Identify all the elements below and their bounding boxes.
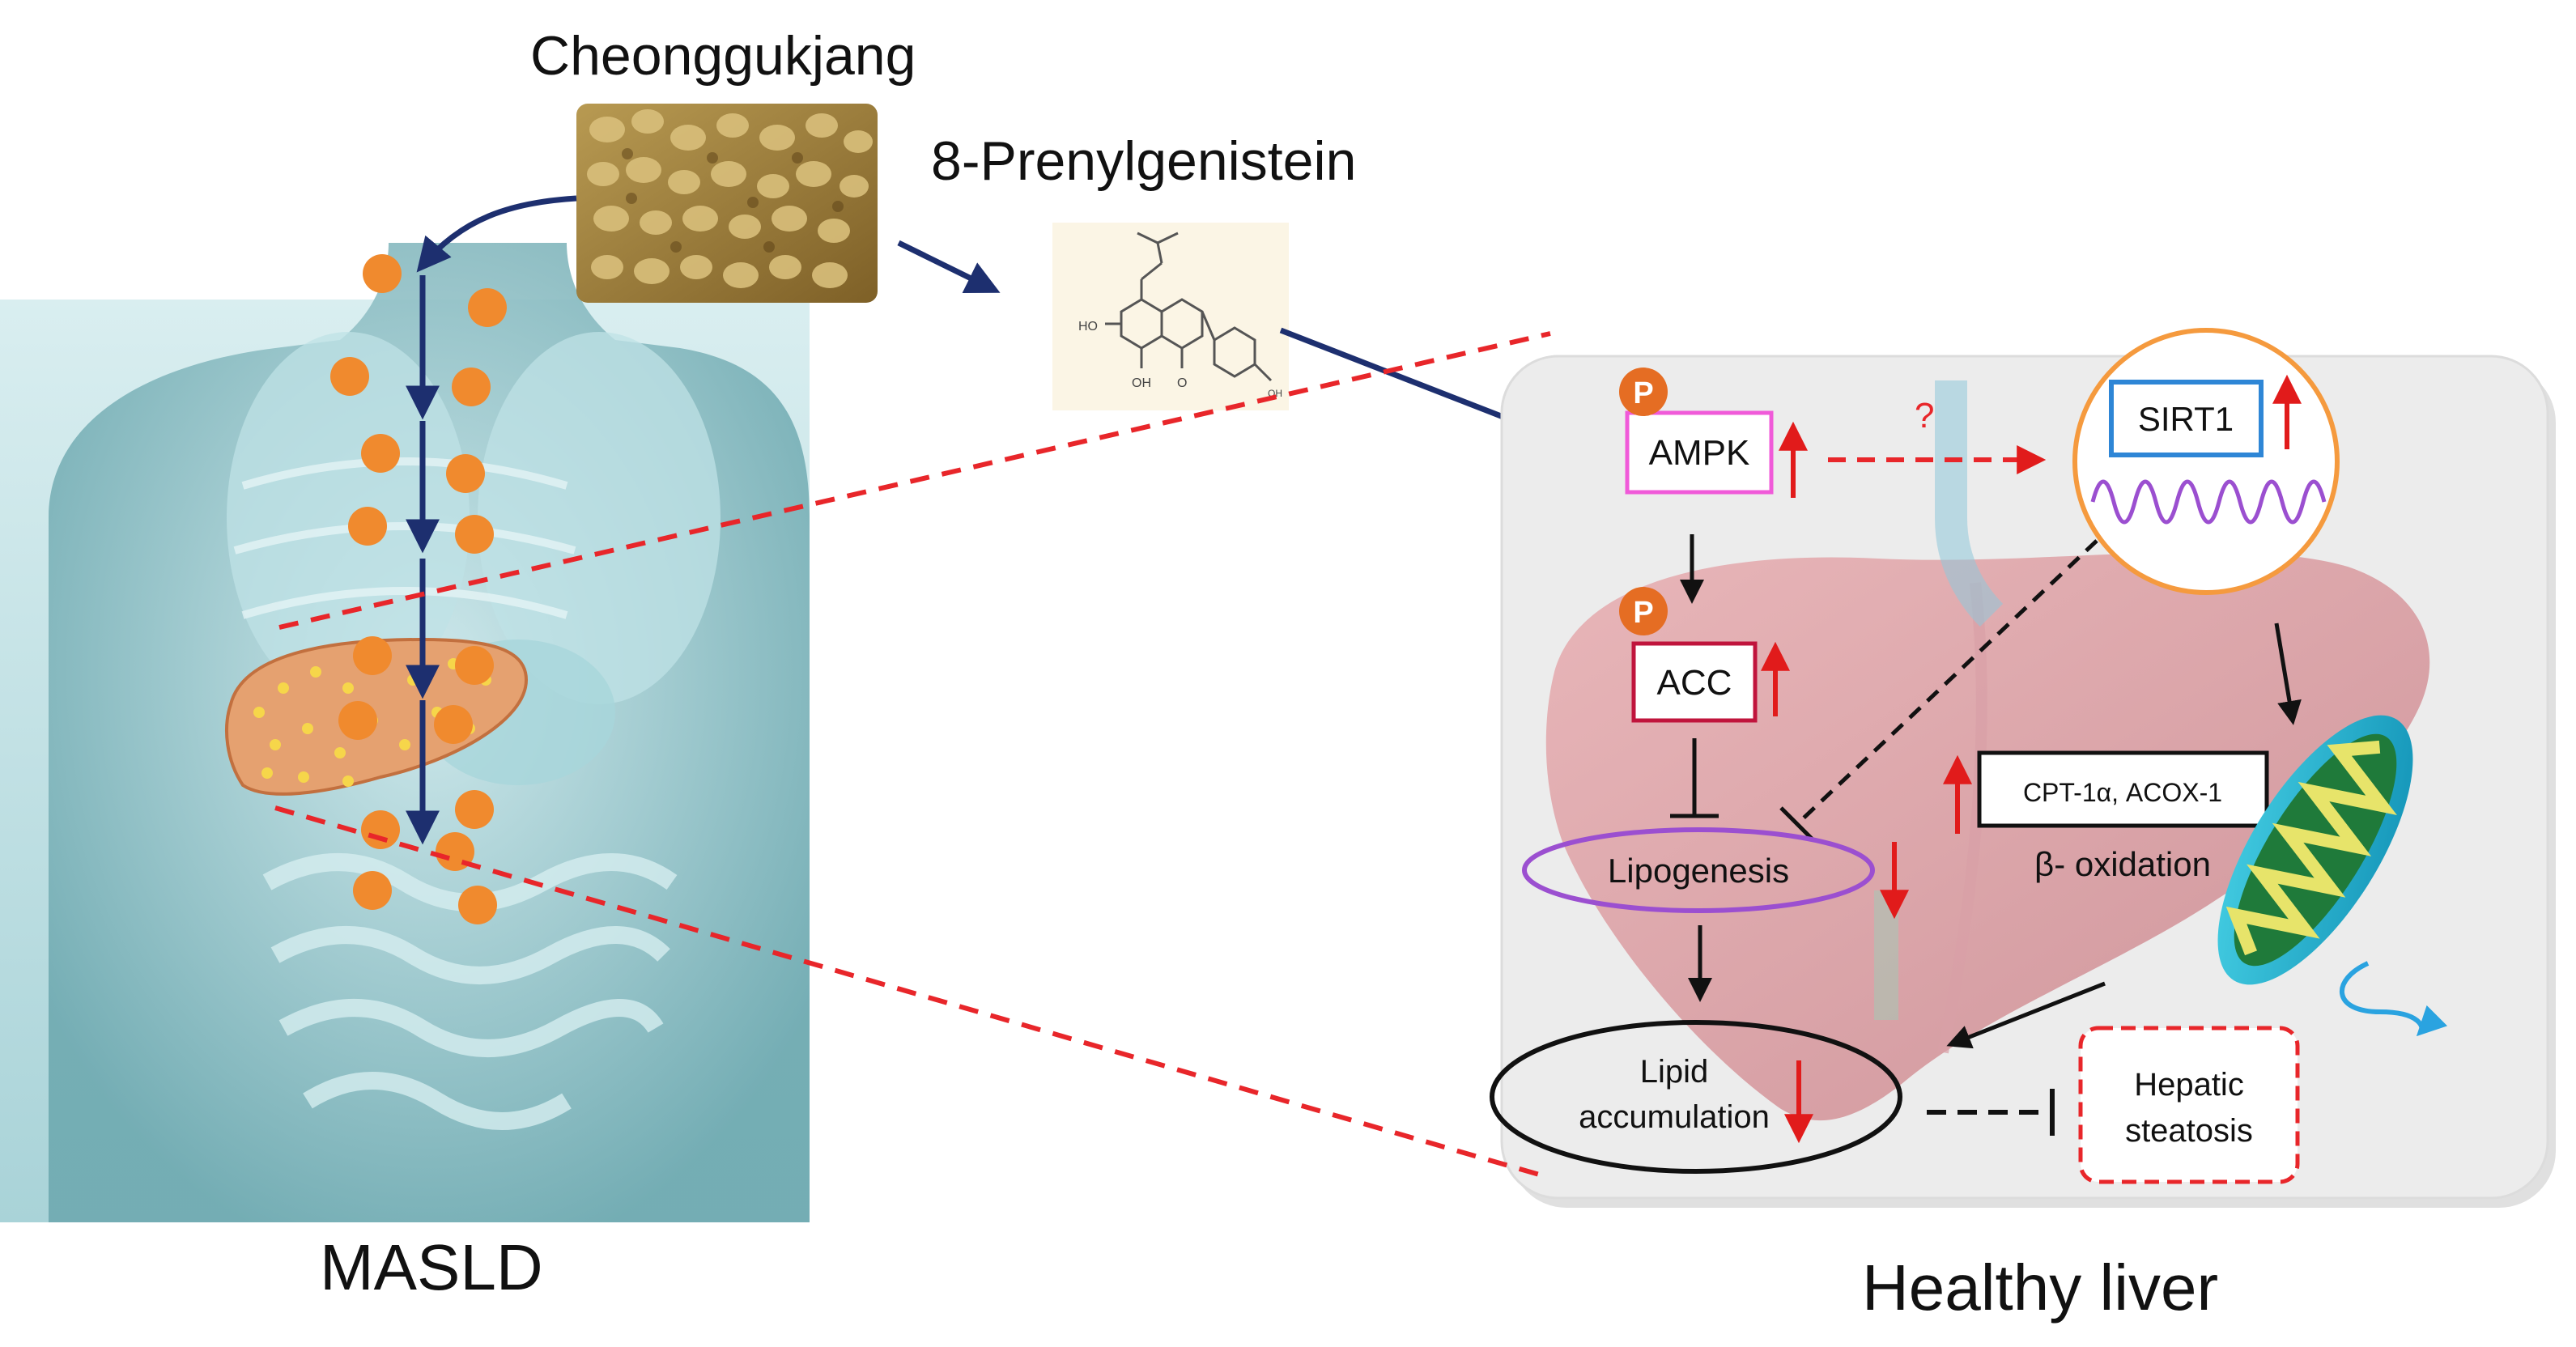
lipid-accumulation-node: Lipid accumulation [1490, 1020, 1902, 1174]
ho-label: HO [1078, 320, 1098, 334]
acc-phospho-badge: P [1633, 596, 1653, 630]
mito-to-lipid-arrow [1946, 981, 2106, 1049]
beans-to-body-arrow [416, 195, 577, 273]
ampk-phospho-badge: P [1633, 376, 1653, 410]
question-mark: ? [1915, 396, 1934, 436]
cpt-acox-node: CPT-1α, ACOX-1 β- oxidation [1943, 750, 2269, 883]
beans-to-compound-arrow [897, 240, 1001, 294]
acc-label: ACC [1657, 663, 1732, 703]
ampk-node: AMPK P [1619, 368, 1808, 498]
ampk-label: AMPK [1649, 433, 1750, 473]
hepatic-steatosis-node: Hepatic steatosis [2078, 1026, 2300, 1184]
zoom-lines [274, 331, 1551, 1180]
orange-particles [330, 254, 507, 924]
o-label: O [1177, 376, 1187, 390]
disease-label: MASLD [320, 1231, 543, 1303]
lipid-line1: Lipid [1640, 1054, 1709, 1090]
beta-oxidation-label: β- oxidation [2034, 845, 2211, 883]
prenylgenistein-structure: HO OH O OH [1052, 223, 1289, 410]
steatosis-line1: Hepatic [2134, 1067, 2244, 1103]
acc-inhibits-lipogenesis [1670, 738, 1719, 818]
outcome-label: Healthy liver [1862, 1251, 2219, 1324]
sirt1-wave [2090, 479, 2327, 525]
steatosis-line2: steatosis [2125, 1113, 2253, 1149]
sirt1-to-mito-arrow [2274, 623, 2302, 725]
acc-node: ACC P [1619, 587, 1790, 723]
sirt1-label: SIRT1 [2138, 400, 2234, 438]
sirt1-inhibits-lipogenesis [1779, 539, 2098, 842]
cheonggukjang-image [576, 104, 878, 303]
sirt1-node: SIRT1 [2072, 328, 2340, 595]
torso-illustration [0, 243, 810, 1222]
compound-label: 8-Prenylgenistein [931, 130, 1357, 192]
lipid-inhibits-steatosis [1927, 1089, 2055, 1136]
mito-release-arrow [2339, 961, 2448, 1037]
lipid-line2: accumulation [1579, 1099, 1770, 1135]
lipogenesis-label: Lipogenesis [1608, 852, 1789, 890]
food-label: Cheonggukjang [530, 25, 916, 87]
cpt-acox-label: CPT-1α, ACOX-1 [2023, 778, 2222, 807]
mitochondrion-icon [2217, 715, 2413, 985]
lipogenesis-node: Lipogenesis [1522, 827, 1909, 920]
oh-bottom-label: OH [1132, 376, 1151, 390]
